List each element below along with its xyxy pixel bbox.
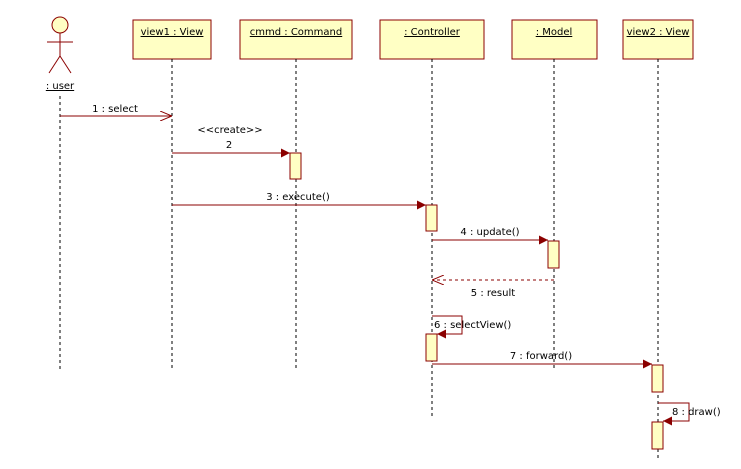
message-5-result[interactable]: 5 : result [432, 280, 554, 299]
message-7-label: 7 : forward() [510, 351, 572, 362]
lifeline-cmmd-box[interactable]: cmmd : Command [239, 19, 353, 60]
message-4-update[interactable]: 4 : update() [432, 227, 548, 245]
activation-view2-forward [651, 364, 664, 393]
lifeline-controller-box[interactable]: : Controller [379, 19, 485, 60]
message-3-execute[interactable]: 3 : execute() [172, 192, 426, 210]
message-2-label: 2 [226, 140, 232, 151]
message-6-label: 6 : selectView() [434, 320, 511, 331]
activation-controller-execute [425, 204, 438, 232]
stick-figure-icon [47, 16, 73, 74]
activation-model-update [547, 240, 560, 269]
activation-view2-draw [651, 421, 664, 450]
message-3-label: 3 : execute() [266, 192, 330, 203]
activation-cmmd [289, 152, 302, 180]
message-8-draw[interactable]: 8 : draw() [658, 402, 721, 426]
lifeline-model-label: : Model [536, 27, 573, 38]
lifeline-view1-label: view1 : View [141, 27, 204, 38]
lifeline-controller-label: : Controller [404, 27, 461, 38]
message-2-stereotype: <<create>> [197, 125, 262, 136]
message-4-label: 4 : update() [460, 227, 519, 238]
message-1-select[interactable]: 1 : select [60, 104, 172, 116]
lifeline-view1-box[interactable]: view1 : View [132, 19, 212, 60]
actor-user[interactable]: : user [46, 16, 75, 92]
message-7-forward[interactable]: 7 : forward() [432, 351, 652, 369]
lifeline-model-box[interactable]: : Model [511, 19, 598, 60]
message-2-create[interactable]: <<create>> 2 [172, 125, 290, 158]
activation-controller-selectview [425, 333, 438, 362]
message-5-label: 5 : result [471, 288, 515, 299]
actor-user-label: : user [46, 81, 75, 92]
lifeline-cmmd-label: cmmd : Command [250, 27, 342, 38]
message-6-selectview[interactable]: 6 : selectView() [432, 315, 511, 339]
lifeline-view2-label: view2 : View [627, 27, 690, 38]
message-8-label: 8 : draw() [672, 407, 721, 418]
lifeline-view2-box[interactable]: view2 : View [622, 19, 694, 60]
message-1-label: 1 : select [92, 104, 138, 115]
